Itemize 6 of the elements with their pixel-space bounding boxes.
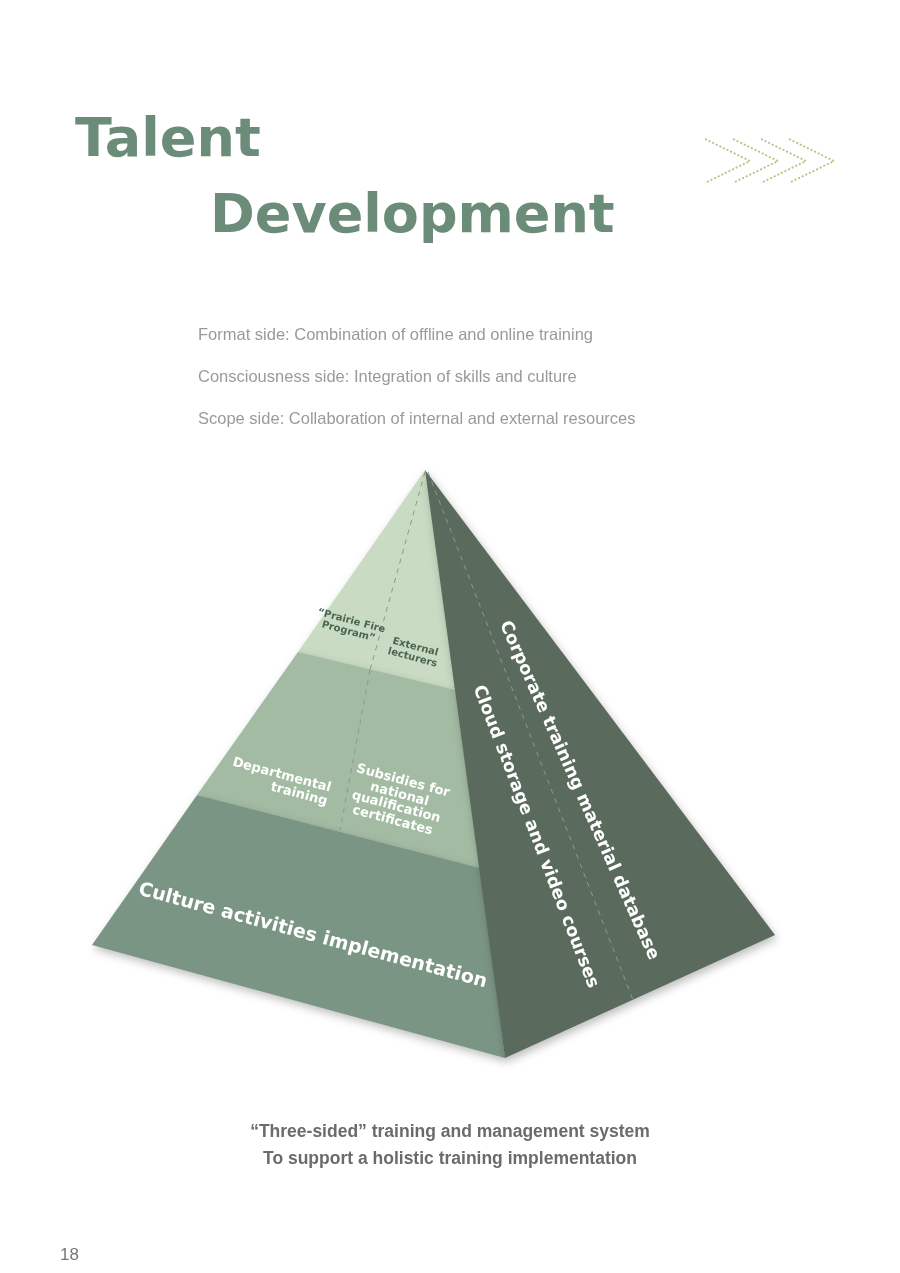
note-text: Format side: Combination of offline and online training bbox=[198, 325, 593, 344]
page-number: 18 bbox=[60, 1245, 79, 1265]
note-text: Consciousness side: Integration of skills and culture bbox=[198, 367, 577, 386]
caption: “Three-sided” training and management system To support a holistic training implementation bbox=[249, 1120, 651, 1170]
page-title: Talent Development bbox=[75, 105, 616, 247]
note-text: Scope side: Collaboration of internal and external resources bbox=[198, 409, 636, 428]
